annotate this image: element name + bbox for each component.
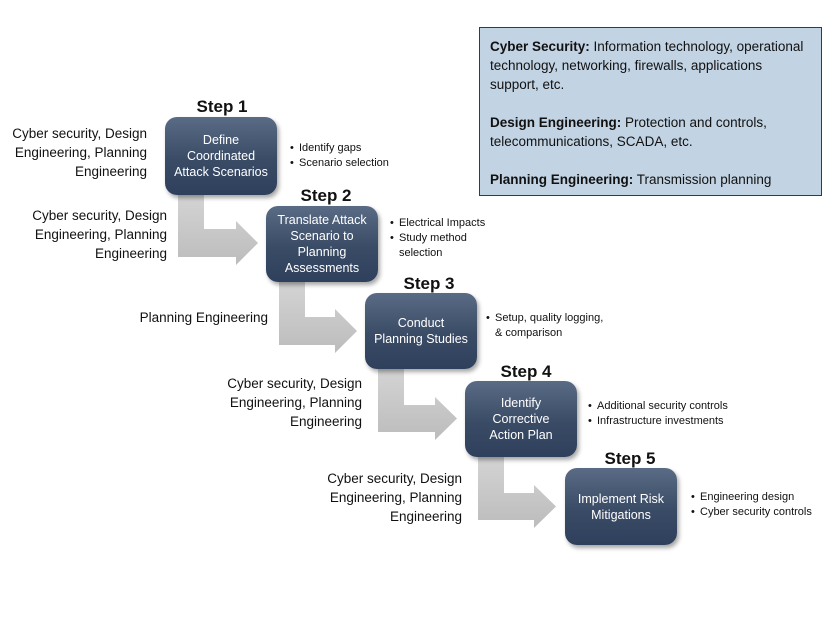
step-4-team: Cyber security, Design Engineering, Plan… <box>227 376 362 429</box>
step-3-team: Planning Engineering <box>139 310 268 325</box>
connector-arrow-1-to-2 <box>178 195 258 265</box>
step-4-box: Identify Corrective Action Plan <box>465 381 577 457</box>
role-legend: Cyber Security: Information technology, … <box>479 27 822 196</box>
step-1-title: Step 1 <box>196 97 248 116</box>
step-5-box: Implement Risk Mitigations <box>565 468 677 545</box>
step-1-bullets: Identify gaps Scenario selection <box>290 141 389 171</box>
legend-entry-design: Design Engineering: Protection and contr… <box>490 115 767 149</box>
step-5-bullets: Engineering design Cyber security contro… <box>691 490 812 520</box>
step-2-title: Step 2 <box>300 186 352 205</box>
step-5-title: Step 5 <box>604 449 656 468</box>
step-1-team: Cyber security, Design Engineering, Plan… <box>12 126 147 179</box>
legend-entry-planning: Planning Engineering: Transmission plann… <box>490 172 772 187</box>
connector-arrow-4-to-5 <box>478 457 556 528</box>
step-2-box: Translate Attack Scenario to Planning As… <box>266 206 378 282</box>
step-3-bullets: Setup, quality logging,& comparison <box>486 311 603 341</box>
legend-entry-cyber: Cyber Security: Information technology, … <box>490 39 804 92</box>
step-4-title: Step 4 <box>500 362 552 381</box>
step-4-bullets: Additional security controls Infrastruct… <box>588 399 728 429</box>
step-1-box: Define Coordinated Attack Scenarios <box>165 117 277 195</box>
step-3-box: Conduct Planning Studies <box>365 293 477 369</box>
step-2-team: Cyber security, Design Engineering, Plan… <box>32 208 167 261</box>
connector-arrow-3-to-4 <box>378 369 457 440</box>
step-3-title: Step 3 <box>403 274 455 293</box>
step-5-team: Cyber security, Design Engineering, Plan… <box>327 471 462 524</box>
connector-arrow-2-to-3 <box>279 282 357 353</box>
